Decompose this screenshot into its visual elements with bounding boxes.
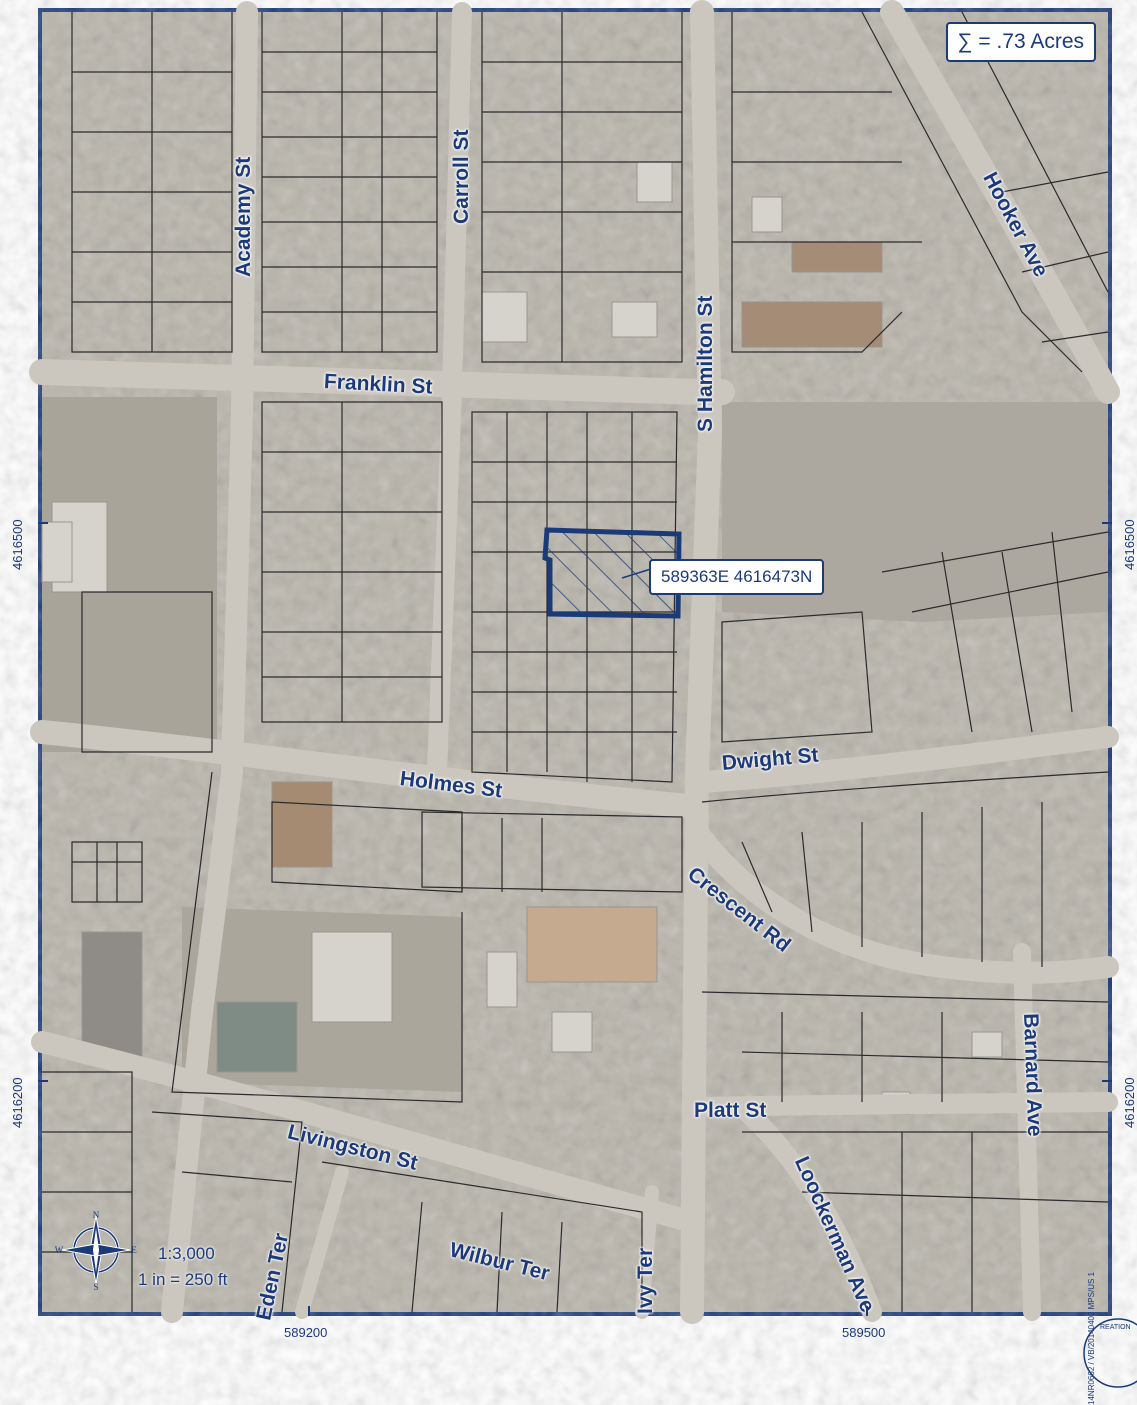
street-label-academy: Academy St [232,156,255,277]
compass-rose-icon: N S E W [55,1210,138,1292]
seal-text: REATION [1100,1324,1131,1331]
agency-seal: REATION [1078,1313,1137,1388]
coordinate-callout: 589363E 4616473N [649,559,825,595]
compass-east-label: E [131,1245,137,1255]
subject-parcel [542,527,682,619]
compass-west-label: W [55,1245,64,1255]
aerial-map[interactable] [29,0,1120,1324]
area-summary-box: ∑ = .73 Acres [945,22,1096,62]
y-tick-label: 4616500 [10,519,25,570]
parcel-lines [42,11,1109,1313]
x-tick-label: 589200 [284,1325,328,1340]
compass-north-label: N [93,1210,100,1220]
buildings [41,161,1003,1115]
wooded-area [42,397,217,752]
scale-block: N S E W 1:3,000 1 in = 250 ft [54,1210,254,1292]
street-label-platt: Platt St [694,1099,767,1122]
street-label-s-hamilton: S Hamilton St [694,295,717,432]
scale-equivalence: 1 in = 250 ft [138,1270,228,1289]
street-label-carroll: Carroll St [450,129,473,224]
x-tick-label: 589500 [842,1325,886,1340]
scale-ratio: 1:3,000 [158,1244,215,1263]
map-frame[interactable]: ∑ = .73 Acres 589363E 4616473N Academy S… [29,0,1120,1405]
y-tick-label: 4616200 [1122,1077,1137,1128]
y-tick-label: 4616200 [10,1077,25,1128]
street-label-ivy: Ivy Ter [634,1247,657,1314]
street-label-barnard: Barnard Ave [1018,1012,1047,1137]
compass-south-label: S [93,1282,98,1292]
callout-leader [621,567,655,579]
y-tick-label: 4616500 [1122,519,1137,570]
